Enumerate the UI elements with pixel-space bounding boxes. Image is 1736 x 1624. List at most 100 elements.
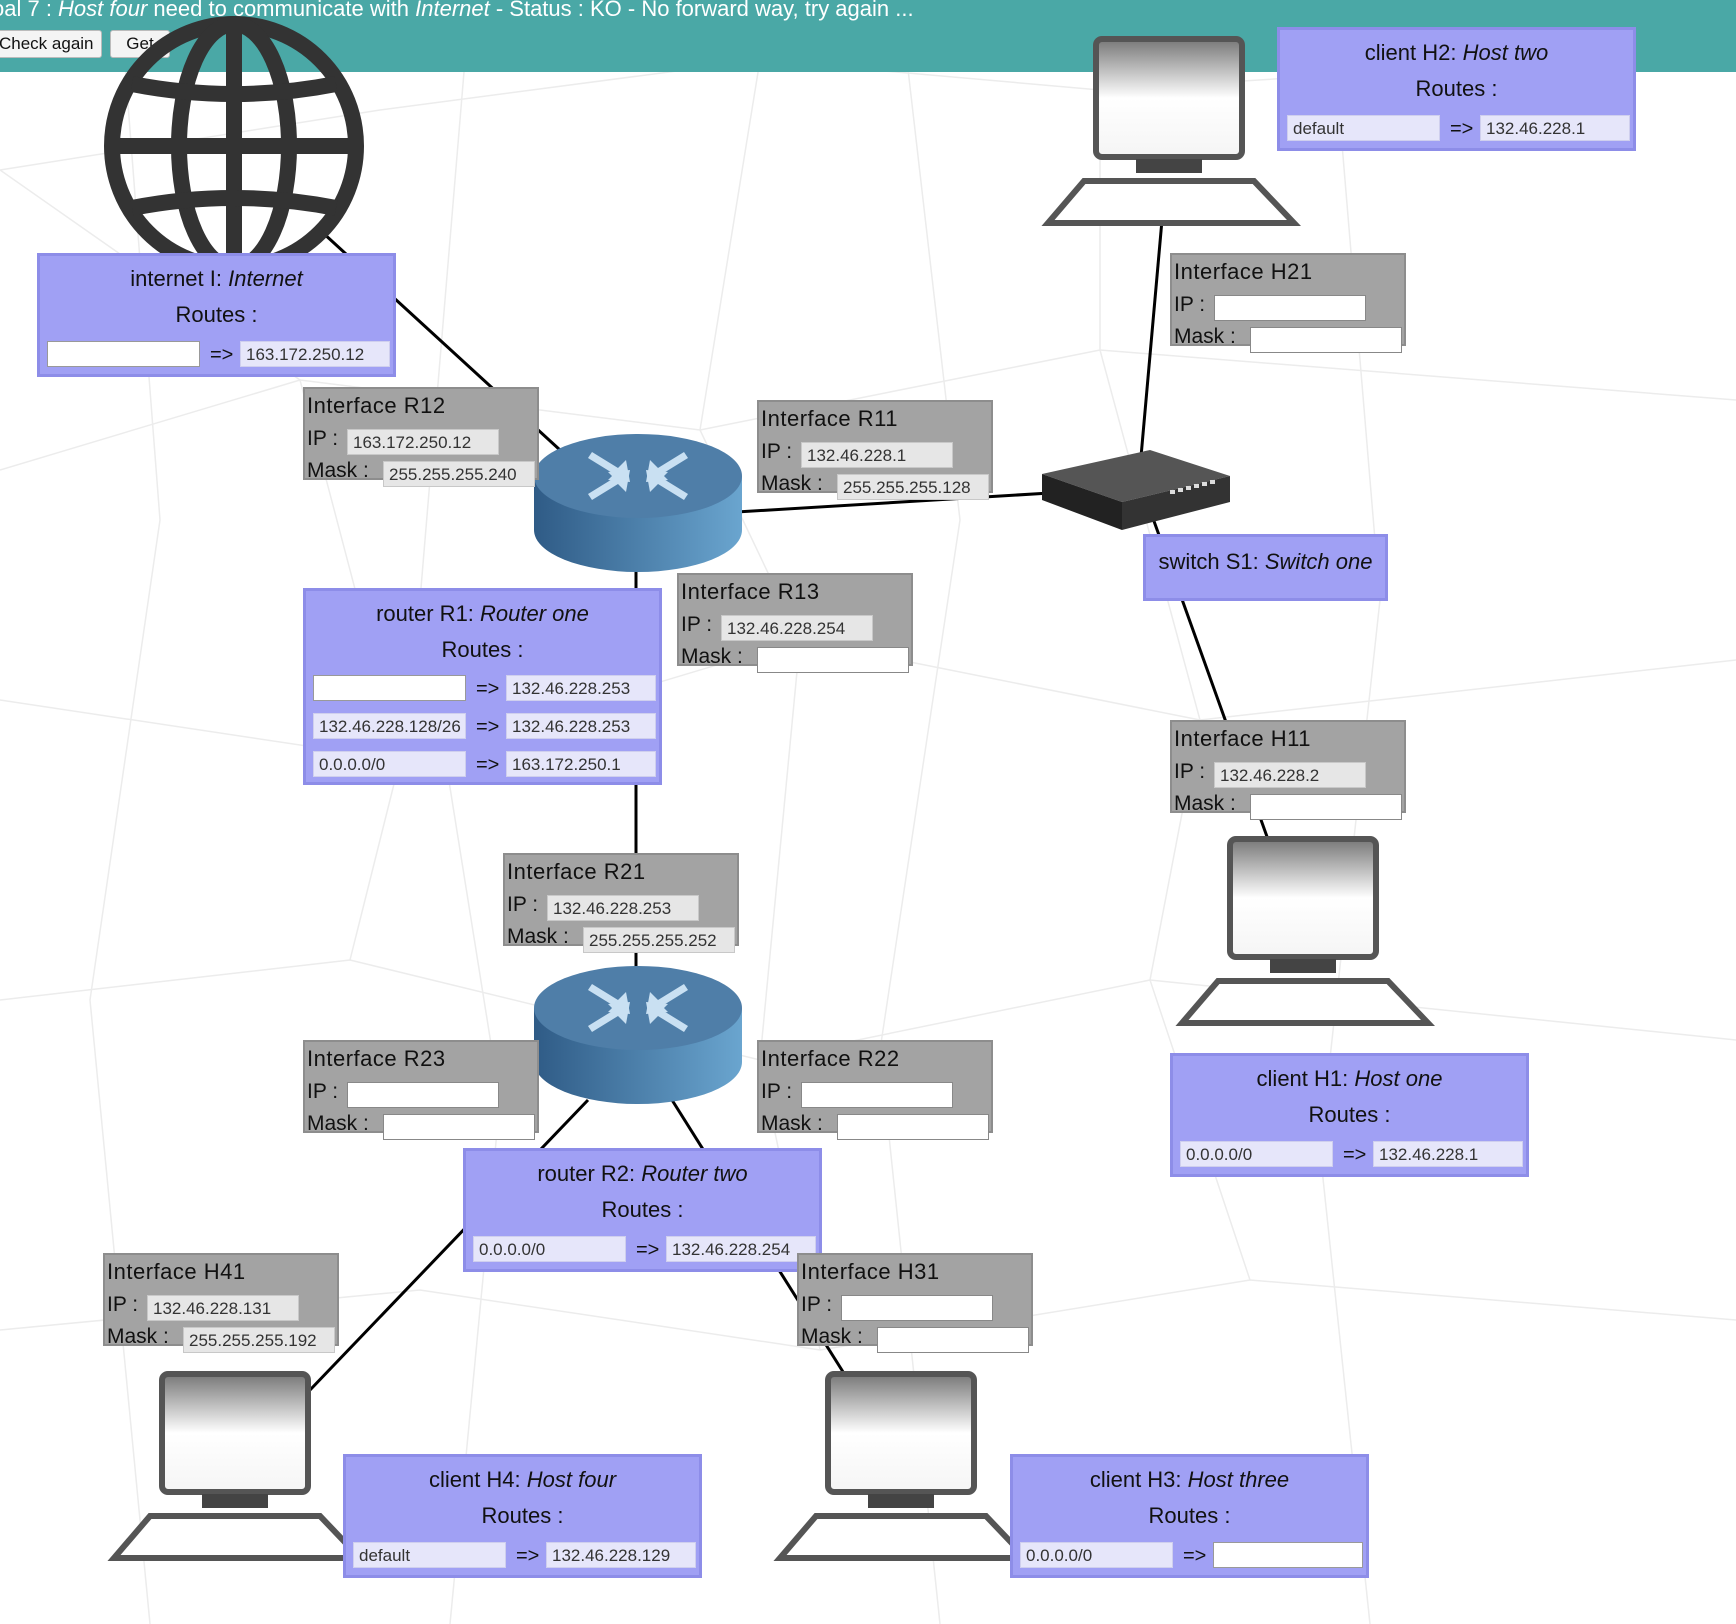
link-r1-s1 <box>719 491 1051 515</box>
route-gateway-input[interactable]: 132.46.228.254 <box>666 1236 816 1262</box>
routes-label: Routes : <box>481 1503 564 1528</box>
interface-h11: Interface H11 IP : 132.46.228.2 Mask : <box>1170 720 1406 820</box>
mask-label: Mask : <box>1174 792 1236 815</box>
route-gateway-input[interactable]: 132.46.228.129 <box>546 1542 696 1568</box>
interface-title: Interface R21 <box>507 859 646 884</box>
routes-label: Routes : <box>601 1197 684 1222</box>
mask-input[interactable] <box>1250 794 1402 820</box>
interface-title: Interface R11 <box>761 406 898 431</box>
route-destination-input[interactable]: default <box>353 1542 506 1568</box>
ip-input[interactable] <box>801 1082 953 1108</box>
router-icon[interactable] <box>530 430 746 578</box>
mask-input[interactable] <box>383 1114 535 1140</box>
ip-input[interactable]: 132.46.228.253 <box>547 895 699 921</box>
node-h4: client H4: Host four Routes : default =>… <box>343 1454 702 1578</box>
ip-input[interactable] <box>347 1082 499 1108</box>
route-destination-input[interactable]: 0.0.0.0/0 <box>473 1236 626 1262</box>
route-destination-input[interactable]: 0.0.0.0/0 <box>1020 1542 1173 1568</box>
mask-label: Mask : <box>107 1325 169 1348</box>
computer-icon[interactable] <box>1175 835 1435 1030</box>
mask-label: Mask : <box>1174 325 1236 348</box>
interface-title: Interface H31 <box>801 1259 940 1284</box>
goal-prefix: oal 7 : <box>0 0 52 21</box>
ip-input[interactable] <box>1214 295 1366 321</box>
router-icon[interactable] <box>530 962 746 1110</box>
route-destination-input[interactable]: 132.46.228.128/26 <box>313 713 466 739</box>
goal-suffix: - Status : KO - No forward way, try agai… <box>489 0 914 21</box>
route-destination-input[interactable]: 0.0.0.0/0 <box>313 751 466 777</box>
interface-h21: Interface H21 IP : Mask : <box>1170 253 1406 353</box>
route-gateway-input[interactable]: 132.46.228.253 <box>506 713 656 739</box>
mask-label: Mask : <box>761 472 823 495</box>
mask-input[interactable] <box>837 1114 989 1140</box>
route-destination-input[interactable] <box>47 341 200 367</box>
route-destination-input[interactable] <box>313 675 466 701</box>
node-h3: client H3: Host three Routes : 0.0.0.0/0… <box>1010 1454 1369 1578</box>
mask-label: Mask : <box>801 1325 863 1348</box>
mask-input[interactable] <box>1250 327 1402 353</box>
route-arrow: => <box>1183 1545 1207 1567</box>
mask-input[interactable]: 255.255.255.128 <box>837 474 989 500</box>
goal-status-text: oal 7 : Host four need to communicate wi… <box>0 0 914 22</box>
interface-title: Interface R22 <box>761 1046 900 1071</box>
route-gateway-input[interactable] <box>1213 1542 1363 1568</box>
mask-input[interactable]: 255.255.255.192 <box>183 1327 335 1353</box>
interface-h31: Interface H31 IP : Mask : <box>797 1253 1033 1353</box>
routes-label: Routes : <box>175 302 258 327</box>
interface-title: Interface R12 <box>307 393 446 418</box>
goal-subject: Host four <box>58 0 148 21</box>
route-gateway-input[interactable]: 163.172.250.12 <box>240 341 390 367</box>
mask-label: Mask : <box>307 459 369 482</box>
routes-label: Routes : <box>441 637 524 662</box>
route-gateway-input[interactable]: 132.46.228.1 <box>1480 115 1630 141</box>
node-title: client H1: Host one <box>1256 1066 1443 1091</box>
computer-icon[interactable] <box>1041 35 1301 230</box>
mask-input[interactable] <box>877 1327 1029 1353</box>
mask-label: Mask : <box>761 1112 823 1135</box>
interface-title: Interface R13 <box>681 579 820 604</box>
node-title: client H4: Host four <box>428 1467 617 1492</box>
mask-input[interactable]: 255.255.255.240 <box>383 461 535 487</box>
ip-label: IP : <box>307 427 339 450</box>
globe-icon[interactable] <box>100 12 368 280</box>
ip-label: IP : <box>107 1293 139 1316</box>
node-title: client H3: Host three <box>1089 1467 1290 1492</box>
interface-title: Interface H11 <box>1174 726 1311 751</box>
interface-r23: Interface R23 IP : Mask : <box>303 1040 539 1140</box>
route-gateway-input[interactable]: 163.172.250.1 <box>506 751 656 777</box>
link-s1-h2 <box>1138 219 1164 469</box>
route-destination-input[interactable]: default <box>1287 115 1440 141</box>
goal-target: Internet <box>415 0 490 21</box>
computer-icon[interactable] <box>107 1370 367 1565</box>
route-arrow: => <box>476 716 500 738</box>
mask-input[interactable] <box>757 647 909 673</box>
ip-input[interactable]: 132.46.228.131 <box>147 1295 299 1321</box>
route-arrow: => <box>1343 1144 1367 1166</box>
ip-label: IP : <box>1174 760 1206 783</box>
check-again-button[interactable]: Check again <box>0 30 102 58</box>
interface-title: Interface H21 <box>1174 259 1313 284</box>
routes-label: Routes : <box>1415 76 1498 101</box>
route-destination-input[interactable]: 0.0.0.0/0 <box>1180 1141 1333 1167</box>
node-title: client H2: Host two <box>1364 40 1549 65</box>
ip-input[interactable]: 132.46.228.1 <box>801 442 953 468</box>
route-gateway-input[interactable]: 132.46.228.1 <box>1373 1141 1523 1167</box>
route-gateway-input[interactable]: 132.46.228.253 <box>506 675 656 701</box>
node-s1: switch S1: Switch one <box>1143 534 1388 601</box>
ip-input[interactable]: 163.172.250.12 <box>347 429 499 455</box>
mask-input[interactable]: 255.255.255.252 <box>583 927 735 953</box>
ip-input[interactable]: 132.46.228.254 <box>721 615 873 641</box>
switch-icon[interactable] <box>1040 446 1232 532</box>
goal-middle: need to communicate with <box>147 0 416 21</box>
interface-title: Interface H41 <box>107 1259 246 1284</box>
interface-r11: Interface R11 IP : 132.46.228.1 Mask : 2… <box>757 400 993 500</box>
computer-icon[interactable] <box>773 1370 1033 1565</box>
interface-r12: Interface R12 IP : 163.172.250.12 Mask :… <box>303 387 539 487</box>
routes-label: Routes : <box>1148 1503 1231 1528</box>
route-arrow: => <box>1450 118 1474 140</box>
interface-r22: Interface R22 IP : Mask : <box>757 1040 993 1140</box>
ip-input[interactable]: 132.46.228.2 <box>1214 762 1366 788</box>
node-h2: client H2: Host two Routes : default => … <box>1277 27 1636 151</box>
ip-input[interactable] <box>841 1295 993 1321</box>
node-title: router R1: Router one <box>376 601 589 626</box>
